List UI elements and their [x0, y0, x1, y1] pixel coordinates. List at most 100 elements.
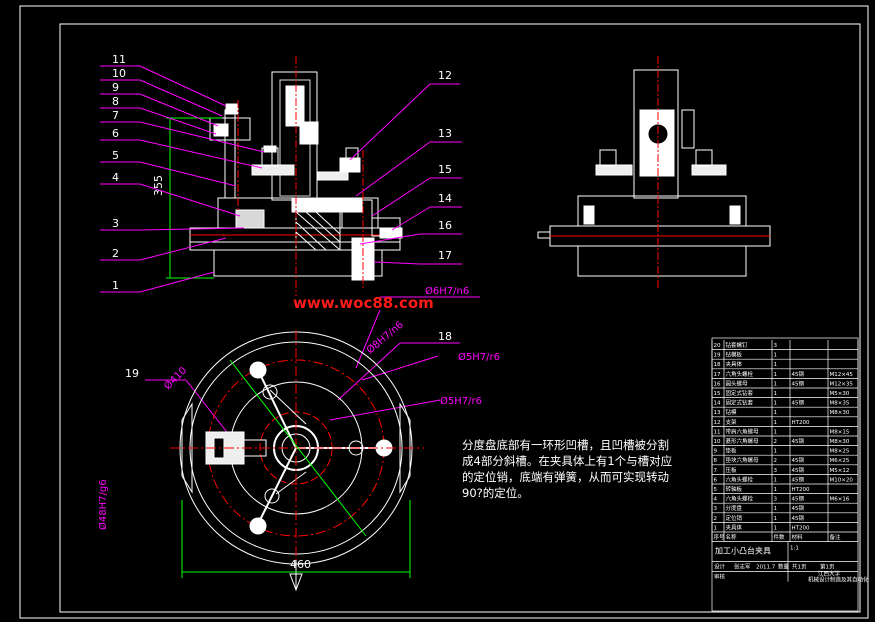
bom-cell: 垫板	[726, 447, 738, 455]
bom-cell: 12	[714, 420, 721, 426]
bom-cell: 圆头螺母	[726, 379, 749, 387]
label-12: 12	[438, 69, 452, 82]
bom-cell: 45钢	[792, 379, 805, 387]
bom-header-cell: 备注	[830, 533, 842, 541]
bom-cell: 3	[714, 506, 718, 512]
bom-cell: 45钢	[792, 370, 805, 378]
bom-cell: 7	[714, 468, 718, 474]
bom-cell: 2	[774, 439, 778, 445]
bom-cell: 16	[714, 381, 721, 387]
bom-cell: 1	[774, 362, 778, 368]
note-line-4: 90?的定位。	[462, 486, 529, 500]
bom-cell: M6×16	[830, 497, 850, 503]
label-4: 4	[112, 171, 119, 184]
bom-cell: 2	[774, 458, 778, 464]
bom-cell: 1	[774, 353, 778, 359]
designer-cell: 数量	[778, 563, 790, 571]
bom-cell: 1	[774, 525, 778, 531]
bom-cell: HT200	[792, 420, 810, 426]
bom-header-cell: 件数	[774, 533, 786, 541]
bom-cell: 菱形六角螺母	[726, 437, 760, 445]
bom-cell: 支架	[726, 418, 738, 426]
fit-6h7-n6: Ø6H7/n6	[425, 285, 469, 297]
sheet-number: 第1页	[820, 563, 835, 571]
bom-cell: 3	[774, 497, 778, 503]
label-18: 18	[438, 330, 452, 343]
bom-cell: M8×30	[830, 410, 850, 416]
part-labels: 11 10 9 8 7 6 5 4 3 2 1 12 13 15 14 16 1…	[112, 53, 452, 380]
bom-cell: 9	[714, 449, 718, 455]
bom-cell: 45钢	[792, 504, 805, 512]
inner-frame	[59, 23, 861, 613]
bom-cell: 夹具体	[726, 523, 743, 531]
bom-cell: M12×35	[830, 381, 854, 387]
bom-cell: 固定式钻套	[726, 389, 754, 397]
bom-cell: 1	[774, 381, 778, 387]
front-view	[189, 56, 403, 296]
bom-cell: 20	[714, 343, 721, 349]
bom-cell: 45钢	[792, 437, 805, 445]
school-sub: 机械设计制造及其自动化	[808, 576, 869, 584]
bom-cell: 1	[774, 391, 778, 397]
bom-cell: HT200	[792, 487, 810, 493]
note-line-3: 的定位销，底端有弹簧，从而可实现转动	[462, 470, 669, 484]
bom-cell: 1	[774, 506, 778, 512]
bom-header-cell: 名称	[726, 533, 738, 541]
bom-cell: 11	[714, 429, 721, 435]
bom-cell: 3	[774, 343, 778, 349]
bom-cell: M6×25	[830, 458, 850, 464]
label-14: 14	[438, 192, 452, 205]
plan-view	[170, 330, 424, 592]
bom-cell: 带肩六角螺母	[726, 427, 760, 435]
bom-cell: M10×20	[830, 477, 854, 483]
label-7: 7	[112, 109, 119, 122]
bom-cell: 45钢	[792, 514, 805, 522]
note-line-2: 成4部分斜槽。在夹具体上有1个与槽对应	[462, 454, 673, 468]
bom-cell: 1	[774, 449, 778, 455]
bom-cell: 1	[774, 487, 778, 493]
side-view	[537, 56, 771, 290]
school-name: 江西大学	[818, 570, 841, 578]
bom-cell: 45钢	[792, 466, 805, 474]
bom-cell: M12×45	[830, 372, 854, 378]
bom-header-cell: 序号	[714, 533, 726, 541]
bom-cell: 5	[714, 487, 718, 493]
bom-cell: 转轴板	[726, 485, 743, 493]
label-5: 5	[112, 149, 119, 162]
bom-cell: 六角头螺栓	[726, 370, 754, 378]
label-1: 1	[112, 279, 119, 292]
left-leaders	[100, 65, 480, 437]
label-19: 19	[125, 367, 139, 380]
bom-cell: 1	[774, 516, 778, 522]
bom-cell: M8×25	[830, 449, 850, 455]
bom-cell: 固定式钻套	[726, 399, 754, 407]
bom-cell: M5×12	[830, 468, 850, 474]
bom-cell: 定位销	[726, 514, 743, 522]
fit-5h7-r6-b: Ø5H7/r6	[440, 395, 482, 407]
bom-cell: 六角头螺栓	[726, 475, 754, 483]
bom-cell: 1	[774, 420, 778, 426]
bom-cell: 压板	[726, 466, 738, 474]
bom-cell: 1	[714, 525, 718, 531]
label-2: 2	[112, 247, 119, 260]
bom-cell: 19	[714, 353, 721, 359]
dimension-460	[181, 500, 411, 578]
label-11: 11	[112, 53, 126, 66]
bom-cell: 8	[714, 458, 718, 464]
bom-cell: 钻模板	[726, 351, 743, 359]
bom-cell: 夹具体	[726, 360, 743, 368]
bom-cell: 垫块六角螺母	[726, 456, 760, 464]
bom-cell: 2	[714, 516, 718, 522]
watermark: www.woc88.com	[293, 294, 434, 312]
check-cell: 审核	[714, 573, 726, 581]
outer-frame	[19, 5, 869, 619]
bom-header-cell: 材料	[792, 533, 804, 541]
bom-cell: 钻套螺钉	[726, 341, 749, 349]
bom-cell: M8×30	[830, 439, 850, 445]
bom-cell: 45钢	[792, 456, 805, 464]
designer-cell: 设计	[714, 563, 726, 571]
fit-5h7-r6-a: Ø5H7/r6	[458, 351, 500, 363]
bom-cell: 4	[714, 497, 718, 503]
